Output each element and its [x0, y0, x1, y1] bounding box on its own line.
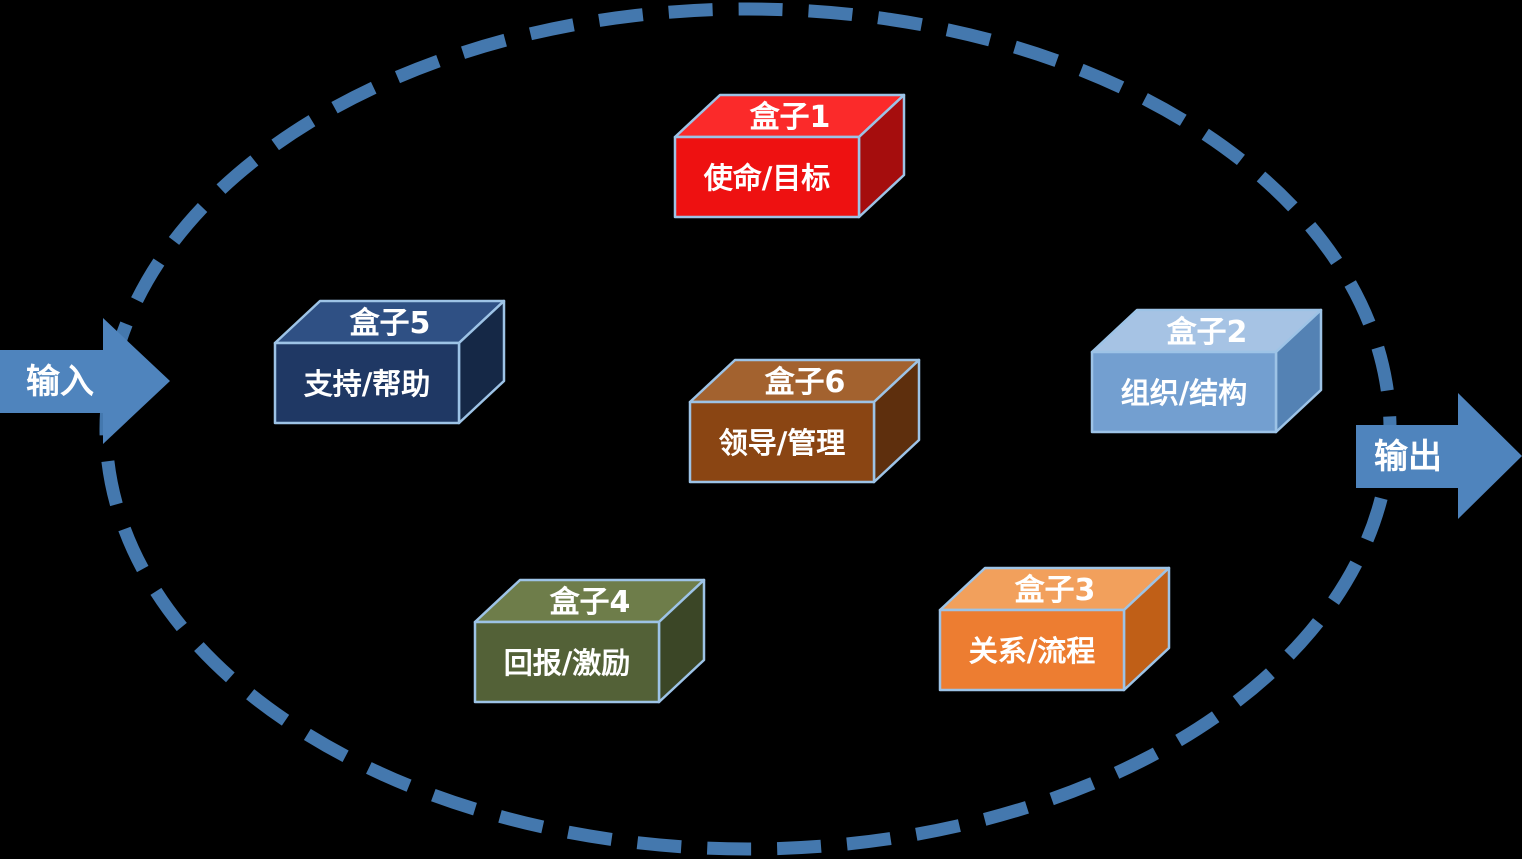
box-4-subtitle: 回报/激励	[504, 646, 631, 680]
output-arrow-label: 输出	[1374, 437, 1442, 477]
box-2: 盒子2 组织/结构	[1090, 308, 1323, 434]
box-6-front-face	[688, 400, 876, 484]
box-3: 盒子3 关系/流程	[938, 566, 1171, 692]
box-5-subtitle: 支持/帮助	[304, 367, 431, 401]
input-arrow-shape	[0, 318, 170, 444]
box-4-front-face	[473, 620, 661, 704]
box-3-subtitle: 关系/流程	[969, 634, 1096, 668]
output-arrow: 输出	[1356, 393, 1522, 519]
box-5-front-face	[273, 341, 461, 425]
input-arrow-label: 输入	[26, 362, 94, 402]
box-1: 盒子1 使命/目标	[673, 93, 906, 219]
box-1-front-face	[673, 135, 861, 219]
box-3-title: 盒子3	[1015, 573, 1096, 608]
output-arrow-shape	[1356, 393, 1522, 519]
box-2-front-face	[1090, 350, 1278, 434]
box-4: 盒子4 回报/激励	[473, 578, 706, 704]
box-3-front-face	[938, 608, 1126, 692]
box-6-title: 盒子6	[765, 365, 846, 400]
box-1-title: 盒子1	[750, 100, 831, 135]
box-2-subtitle: 组织/结构	[1121, 376, 1248, 410]
box-6-subtitle: 领导/管理	[719, 426, 846, 460]
box-5: 盒子5 支持/帮助	[273, 299, 506, 425]
input-arrow: 输入	[0, 318, 170, 444]
box-5-title: 盒子5	[350, 306, 431, 341]
box-6: 盒子6 领导/管理	[688, 358, 921, 484]
box-2-title: 盒子2	[1167, 315, 1248, 350]
box-1-subtitle: 使命/目标	[703, 161, 831, 195]
box-4-title: 盒子4	[550, 585, 631, 620]
